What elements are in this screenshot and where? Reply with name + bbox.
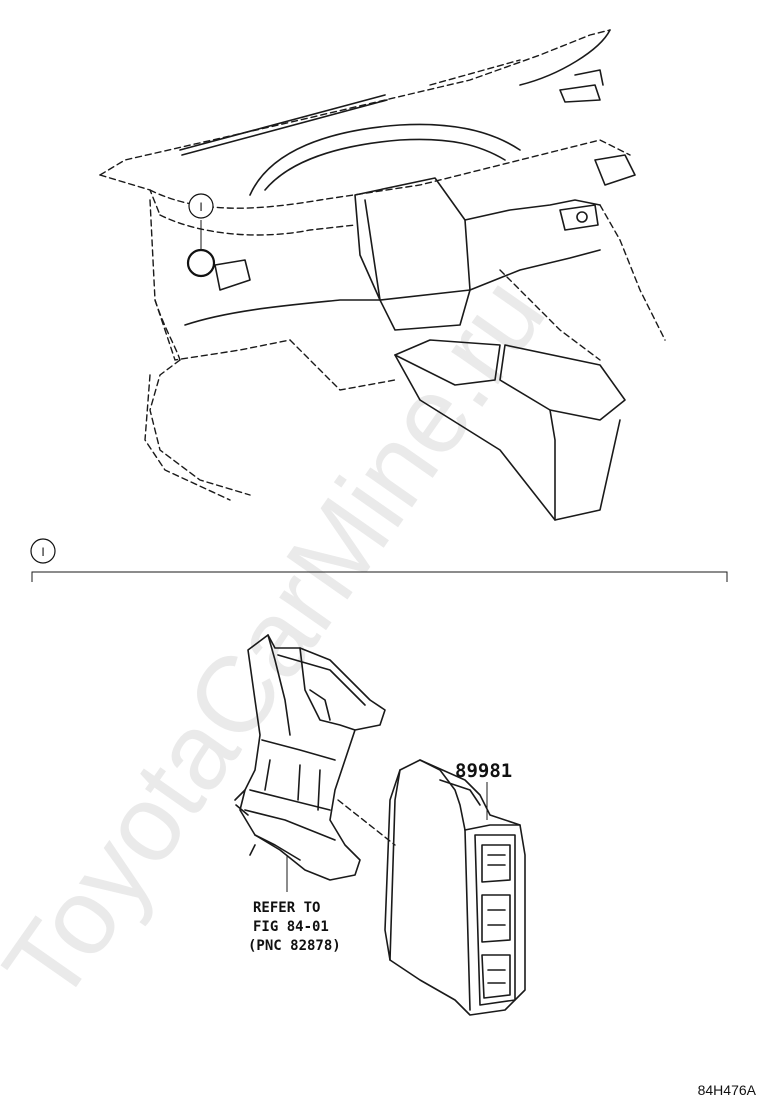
top-callout-marker: I	[188, 193, 214, 219]
top-callout-label: I	[199, 200, 202, 214]
part-number-label: 89981	[455, 760, 512, 782]
figure-code: 84H476A	[698, 1082, 757, 1098]
ecu-module-illustration	[384, 759, 526, 1016]
dashboard-illustration	[99, 29, 666, 521]
mounting-bracket-illustration	[234, 634, 386, 881]
part-location-circle	[186, 248, 216, 278]
section-header: I	[30, 538, 728, 582]
reference-line-2: FIG 84-01	[253, 919, 329, 935]
section-callout-label: I	[41, 545, 44, 559]
reference-line-3: (PNC 82878)	[248, 938, 341, 954]
mounting-guide-line	[337, 799, 396, 846]
section-bracket	[31, 571, 728, 582]
reference-line-1: REFER TO	[253, 900, 320, 916]
